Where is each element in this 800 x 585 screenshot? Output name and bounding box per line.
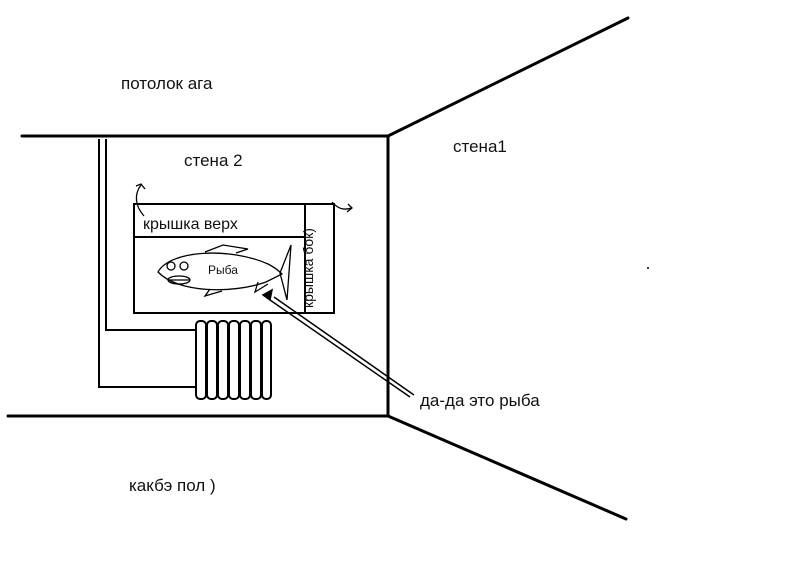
- room-lines: [6, 16, 630, 521]
- lid-side-label: крышка бок): [300, 228, 316, 308]
- lid-top-arrow: [135, 184, 145, 217]
- fish-eye-left: [166, 261, 176, 271]
- pipe-outer: [98, 139, 196, 388]
- fish-eye-right: [179, 261, 189, 271]
- fish-body: [157, 252, 284, 291]
- lid-top-label: крышка верх: [143, 216, 238, 233]
- pipe-inner: [105, 139, 196, 331]
- wall-2-label: стена 2: [184, 151, 243, 170]
- ceiling-label: потолок ага: [121, 74, 213, 93]
- fish-callout-label: да-да это рыба: [420, 391, 540, 410]
- lid-arrows: [135, 183, 353, 217]
- stray-dot: [647, 267, 649, 269]
- floor-perspective-edge: [386, 414, 628, 521]
- fish-name-label: Рыба: [208, 263, 238, 277]
- fish-tail-fin: [253, 281, 269, 294]
- ceiling-perspective-edge: [386, 16, 630, 138]
- fish-top-fin: [204, 244, 249, 254]
- wall-1-label: стена1: [453, 137, 507, 156]
- fish: [157, 244, 292, 301]
- lid-side-arrow: [331, 201, 353, 210]
- pipes: [98, 139, 196, 388]
- aquarium: [133, 203, 335, 314]
- radiator: [195, 320, 272, 400]
- callout-pointer: [261, 288, 415, 398]
- fish-bottom-fin: [203, 288, 223, 298]
- aquarium-frame: [133, 203, 335, 314]
- fish-tail: [279, 244, 292, 301]
- floor-label: какбэ пол ): [129, 476, 216, 495]
